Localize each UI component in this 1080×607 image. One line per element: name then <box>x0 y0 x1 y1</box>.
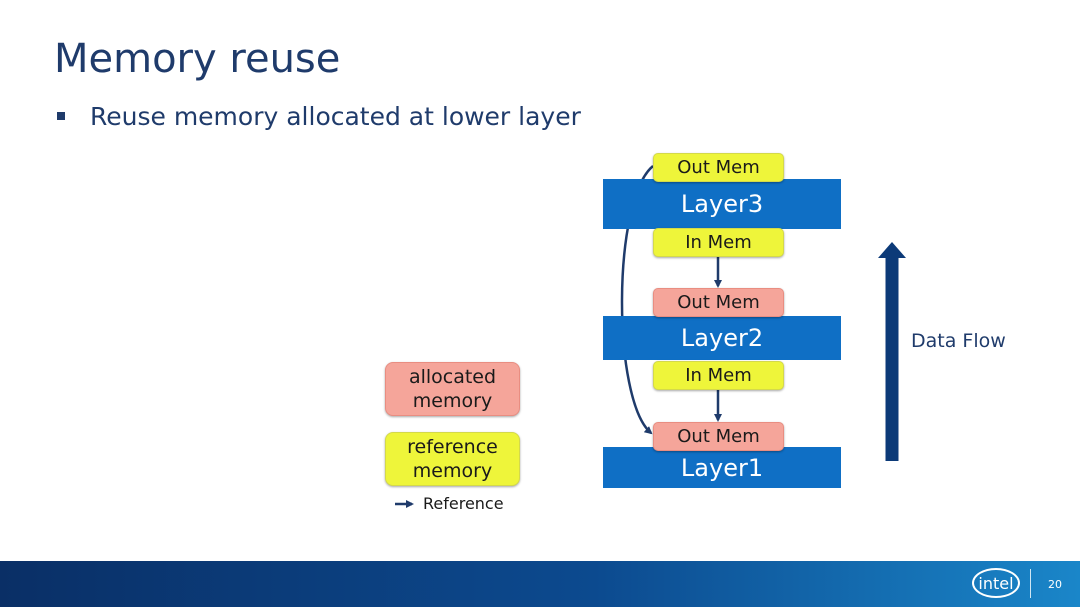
layer1-block: Layer1 <box>603 447 841 488</box>
layer3-in-mem: In Mem <box>653 228 784 257</box>
legend-reference-memory: reference memory <box>385 432 520 486</box>
intel-logo-icon: intel <box>972 568 1020 598</box>
layer1-out-mem: Out Mem <box>653 422 784 451</box>
slide-title: Memory reuse <box>54 36 341 82</box>
layer3-out-mem: Out Mem <box>653 153 784 182</box>
data-flow-arrowhead <box>878 242 906 258</box>
bullet-marker <box>57 112 65 120</box>
layer3-block: Layer3 <box>603 179 841 229</box>
layer2-in-mem: In Mem <box>653 361 784 390</box>
layer2-out-mem: Out Mem <box>653 288 784 317</box>
layer2-block: Layer2 <box>603 316 841 360</box>
data-flow-label: Data Flow <box>911 330 1006 352</box>
legend-reference-label: Reference <box>423 494 504 513</box>
legend-allocated-memory: allocated memory <box>385 362 520 416</box>
bullet-text: Reuse memory allocated at lower layer <box>90 102 581 131</box>
footer-divider <box>1030 569 1031 598</box>
page-number: 20 <box>1048 578 1062 591</box>
footer-bar <box>0 561 1080 607</box>
